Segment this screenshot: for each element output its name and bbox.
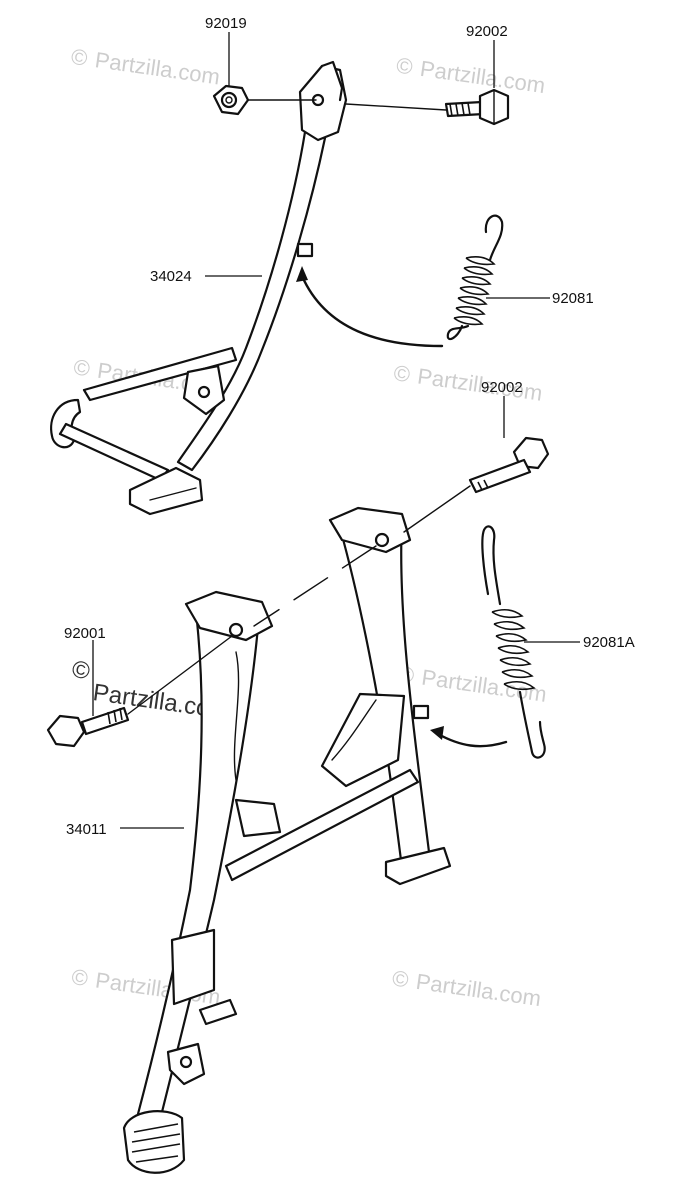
nut-92019: [212, 84, 250, 116]
svg-text:Partzilla.com: Partzilla.com: [420, 665, 548, 707]
spring-92081A: [481, 525, 546, 759]
assembly-line-bolt: [345, 103, 447, 111]
label-92002-top: 92002: [466, 23, 508, 40]
label-34011: 34011: [66, 821, 107, 838]
bolt-92001: [46, 706, 130, 748]
svg-text:Partzilla.com: Partzilla.com: [419, 56, 547, 98]
install-arrow-top-head: [296, 266, 308, 282]
label-92001: 92001: [64, 625, 106, 642]
install-arrow-bottom: [436, 732, 508, 748]
svg-text:Partzilla.com: Partzilla.com: [414, 969, 542, 1011]
bolt-92002-top: [444, 88, 510, 126]
assembly-line-mid: [403, 485, 471, 533]
center-stand-34011: [122, 506, 452, 1174]
bolt-92002-mid: [468, 436, 550, 494]
assembly-line-shaft: [253, 545, 377, 627]
svg-text:©: ©: [391, 966, 411, 993]
label-92081A: 92081A: [583, 634, 635, 651]
label-92019: 92019: [205, 15, 247, 32]
install-arrow-top: [300, 274, 444, 348]
label-34024: 34024: [150, 268, 192, 285]
assembly-line-92001: [127, 635, 233, 715]
svg-text:©: ©: [70, 964, 90, 991]
label-92002-mid: 92002: [481, 379, 523, 396]
svg-text:©: ©: [395, 53, 415, 80]
watermark-5: © Partzilla.com: [396, 661, 548, 707]
svg-text:©: ©: [70, 656, 92, 685]
spring-92081: [446, 214, 504, 341]
watermark-2: © Partzilla.com: [395, 53, 547, 99]
svg-text:Partzilla.com: Partzilla.com: [93, 47, 221, 89]
svg-text:©: ©: [72, 354, 92, 381]
svg-text:©: ©: [392, 360, 412, 387]
svg-text:Partzilla.com: Partzilla.com: [416, 363, 544, 405]
side-stand-34024: [50, 60, 348, 516]
install-arrow-bottom-head: [430, 726, 444, 740]
label-92081: 92081: [552, 290, 594, 307]
watermark-7: © Partzilla.com: [391, 966, 543, 1012]
svg-text:©: ©: [70, 44, 90, 71]
watermark-1: © Partzilla.com: [70, 44, 222, 90]
